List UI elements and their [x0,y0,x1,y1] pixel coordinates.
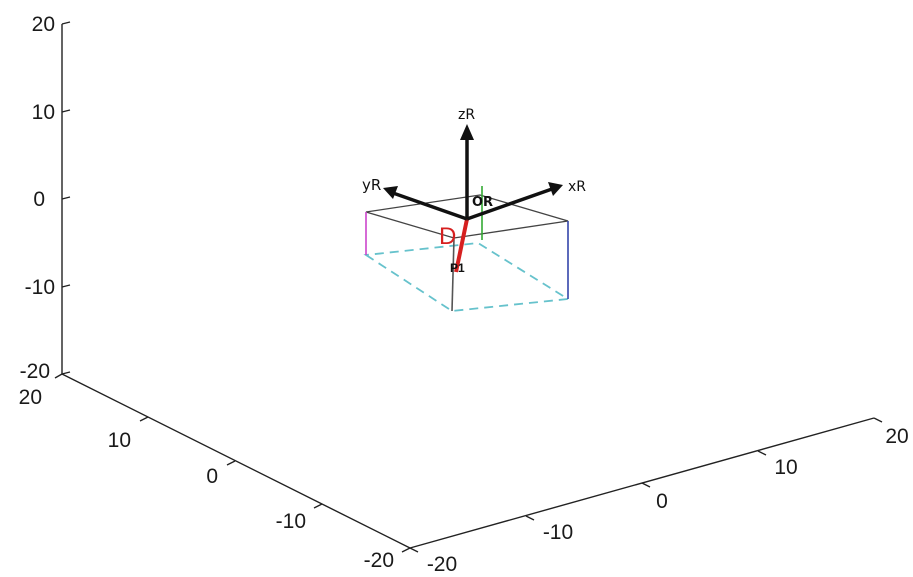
z-tick-label-1: 10 [32,101,55,124]
left-tick-label-1: 10 [108,429,131,452]
right-tick-10 [757,450,767,456]
frame-origin-label: OR [472,195,493,210]
right-tick-neg10 [525,515,535,521]
right-tick-neg20 [409,547,419,553]
left-tick-10 [139,416,149,422]
z-tick-20 [61,21,71,25]
vector-d-line [454,218,469,273]
z-tick-label-2: 0 [33,188,45,211]
frame-z-arrow [460,124,474,219]
right-tick-label-0: -20 [427,553,457,576]
right-tick-label-1: -10 [543,521,573,544]
z-tick-label-0: 20 [32,13,55,36]
left-tick-20 [54,373,63,379]
box-bottom-dashed-face [363,242,571,312]
left-tick-neg20 [401,547,411,553]
left-tick-label-4: -20 [364,549,394,572]
z-tick-label-3: -10 [25,276,55,299]
frame-x-label: xR [568,179,586,195]
right-tick-20 [873,417,883,423]
right-tick-label-2: 0 [656,490,668,513]
right-tick-label-3: 10 [774,456,797,479]
frame-x-arrow [466,182,563,221]
box-front-pillar [451,237,455,312]
z-tick-10 [61,109,71,113]
left-tick-neg10 [313,503,323,509]
left-tick-label-3: -10 [276,510,306,533]
frame-y-arrow [383,186,468,221]
right-tick-0 [641,482,651,488]
z-tick-0 [61,196,71,200]
frame-z-label: zR [458,107,475,123]
z-tick-neg20 [61,371,71,375]
left-floor-axis-line [61,373,411,549]
point-p1-label: P1 [450,261,465,275]
z-tick-label-4: -20 [20,360,50,383]
left-tick-label-0: 20 [19,386,42,409]
right-tick-label-4: 20 [885,425,908,448]
vector-d-label: D [439,223,456,250]
left-tick-label-2: 0 [206,465,218,488]
left-tick-0 [226,460,236,466]
z-tick-neg10 [61,284,71,288]
frame-y-label: yR [362,176,381,194]
